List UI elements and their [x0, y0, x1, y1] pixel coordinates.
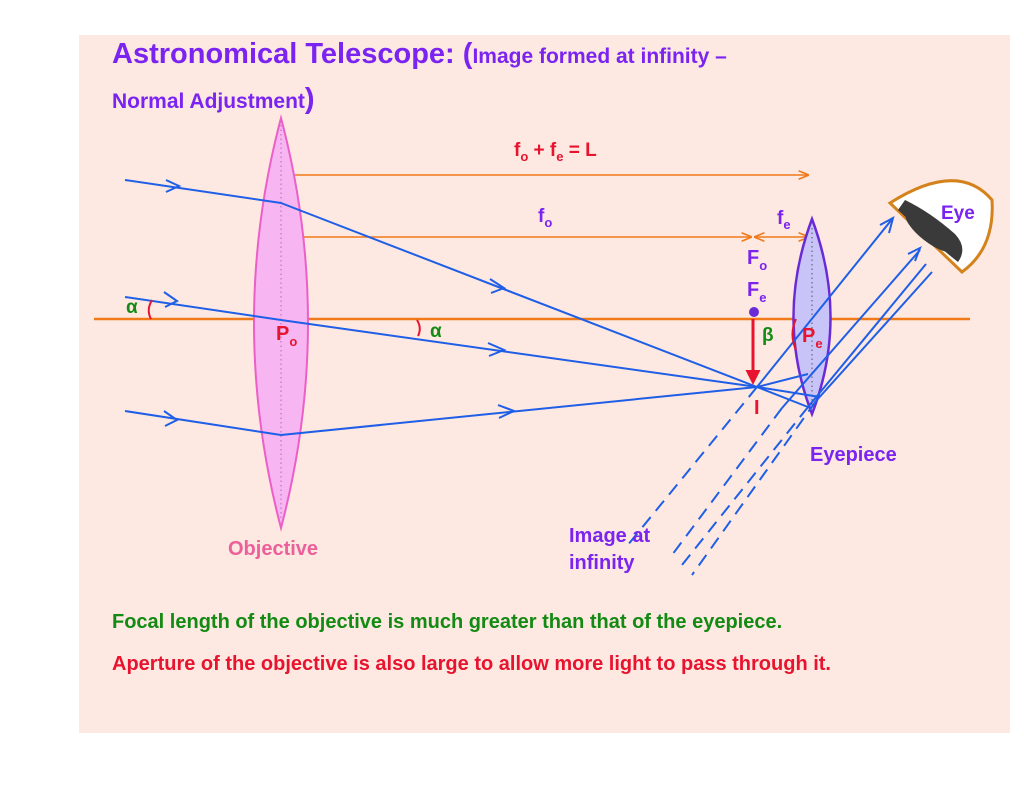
refracted-rays: [280, 202, 758, 436]
eyepiece-pole-label: Pe: [802, 325, 823, 351]
virtual-rays: [626, 386, 817, 576]
objective-focal-label: fo: [538, 206, 552, 230]
image-label: I: [754, 397, 760, 419]
objective-pole-label: Po: [276, 323, 297, 349]
objective-label: Objective: [228, 538, 318, 560]
eyepiece-focus-label: Fe: [747, 279, 766, 305]
alpha-label-left: α: [126, 297, 138, 318]
slide-background: [79, 35, 1010, 733]
alpha-label-right: α: [430, 321, 442, 342]
beta-label: β: [762, 325, 774, 346]
page-subtitle: Normal Adjustment): [112, 83, 315, 115]
eye-label: Eye: [941, 203, 975, 224]
beta-arc-eyepiece: [791, 318, 797, 351]
image-at-infinity-line-2: infinity: [569, 552, 635, 574]
eyepiece-focal-label: fe: [777, 208, 791, 232]
focal-length-note: Focal length of the objective is much gr…: [112, 611, 783, 633]
total-length-label: fo + fe = L: [514, 140, 597, 164]
alpha-arc-objective: [416, 319, 421, 337]
aperture-note: Aperture of the objective is also large …: [112, 653, 831, 675]
eyepiece-label: Eyepiece: [810, 444, 897, 466]
page-title: Astronomical Telescope: (Image formed at…: [112, 38, 727, 70]
eyepiece-lens: [792, 215, 832, 418]
eyepiece-rays: [756, 216, 933, 409]
alpha-arc-incoming: [147, 299, 153, 320]
image-at-infinity-line-1: Image at: [569, 525, 650, 547]
focus-point: [749, 307, 759, 317]
eye-icon: [887, 179, 994, 274]
objective-focus-label: Fo: [747, 247, 767, 273]
